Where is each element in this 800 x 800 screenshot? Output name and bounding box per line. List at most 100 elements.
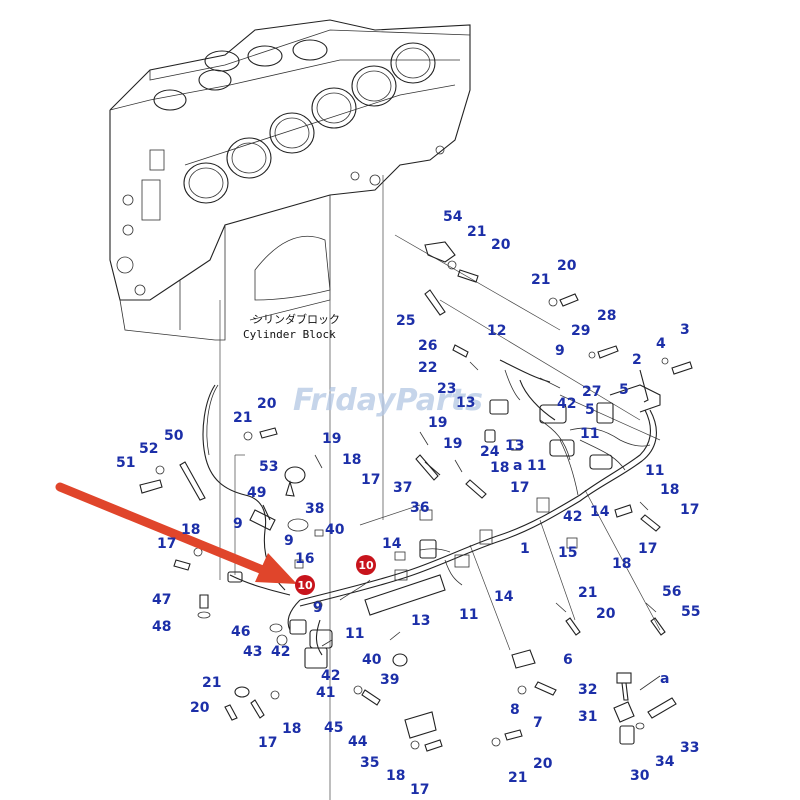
part-callout: 53 [259, 459, 278, 475]
part-callout: 7 [533, 715, 543, 731]
part-callout: 9 [313, 600, 323, 616]
part-callout: 20 [533, 756, 553, 772]
part-callout: 20 [596, 606, 616, 622]
part-callout: 9 [555, 343, 565, 359]
part-callout: 17 [680, 502, 699, 518]
part-callout: 26 [418, 338, 437, 354]
part-callout: 28 [597, 308, 616, 324]
part-callout: 17 [638, 541, 657, 557]
part-callout: 40 [325, 522, 345, 538]
part-callout: 40 [362, 652, 382, 668]
part-callout: 12 [487, 323, 506, 339]
hardware-parts [139, 241, 693, 752]
part-callout: 3 [680, 322, 690, 338]
part-callout: a [513, 458, 522, 474]
part-callout: 4 [656, 336, 666, 352]
part-callout: 43 [243, 644, 262, 660]
part-callout: 51 [116, 455, 135, 471]
part-callout: 13 [456, 395, 475, 411]
cylinder-block: シリンダブロック Cylinder Block [109, 19, 471, 341]
part-callout: 54 [443, 209, 463, 225]
part-callout: 55 [681, 604, 700, 620]
part-callout: 11 [645, 463, 664, 479]
part-callout: 14 [494, 589, 514, 605]
part-callout: a [660, 671, 669, 687]
marker-label: 10 [297, 579, 313, 592]
part-callout: 13 [505, 438, 524, 454]
part-callout: 21 [202, 675, 221, 691]
part-callout: 42 [271, 644, 290, 660]
part-callout: 19 [322, 431, 341, 447]
part-callout: 17 [410, 782, 429, 798]
part-callout: 17 [258, 735, 277, 751]
part-callout: 14 [382, 536, 402, 552]
marker-label: 10 [358, 559, 374, 572]
part-callout: 21 [531, 272, 550, 288]
part-callout: 41 [316, 685, 335, 701]
part-callout: 39 [380, 672, 399, 688]
part-callout: 21 [233, 410, 252, 426]
part-callout: 52 [139, 441, 158, 457]
part-callout: 18 [386, 768, 405, 784]
part-callout: 21 [467, 224, 486, 240]
part-callout: 31 [578, 709, 597, 725]
part-callout: 42 [321, 668, 340, 684]
part-callout: 11 [527, 458, 546, 474]
part-callout: 17 [157, 536, 176, 552]
part-callout: 5 [585, 402, 595, 418]
part-callout: 22 [418, 360, 437, 376]
block-label-jp: シリンダブロック [252, 312, 340, 326]
part-callout: 13 [411, 613, 430, 629]
part-callout: 20 [257, 396, 277, 412]
part-callout: 50 [164, 428, 184, 444]
part-callout: 36 [410, 500, 429, 516]
part-callout: 30 [630, 768, 650, 784]
part-callout: 11 [459, 607, 478, 623]
part-callout: 42 [563, 509, 582, 525]
highlight-marker: 10 [356, 555, 376, 575]
part-callout: 45 [324, 720, 343, 736]
highlight-marker: 10 [295, 575, 315, 595]
reference-lines [219, 175, 661, 800]
part-callout: 42 [557, 396, 576, 412]
part-callout: 5 [619, 382, 629, 398]
watermark: FridayParts [293, 383, 483, 418]
part-callout: 33 [680, 740, 699, 756]
part-callout: 44 [348, 734, 368, 750]
part-callout: 29 [571, 323, 590, 339]
part-callout: 37 [393, 480, 412, 496]
part-callout: 18 [342, 452, 361, 468]
part-callout: 14 [590, 504, 610, 520]
part-callout: 48 [152, 619, 171, 635]
part-callout: 18 [490, 460, 509, 476]
part-callout: 18 [612, 556, 631, 572]
part-callout: 34 [655, 754, 675, 770]
part-callout: 8 [510, 702, 520, 718]
part-callout: 32 [578, 682, 597, 698]
part-callout: 56 [662, 584, 681, 600]
part-callout: 49 [247, 485, 266, 501]
part-callout: 17 [361, 472, 380, 488]
part-callout: 21 [578, 585, 597, 601]
part-callout: 46 [231, 624, 250, 640]
part-callout: 19 [428, 415, 447, 431]
part-callout: 18 [181, 522, 200, 538]
part-callout: 9 [233, 516, 243, 532]
part-callout: 20 [557, 258, 577, 274]
part-callout: 20 [190, 700, 210, 716]
part-callout: 11 [345, 626, 364, 642]
highlight-arrow [55, 482, 297, 584]
part-callout: 17 [510, 480, 529, 496]
part-callout: 9 [284, 533, 294, 549]
sensor-wire-left [202, 384, 291, 596]
part-callout: 20 [491, 237, 511, 253]
part-callout: 38 [305, 501, 324, 517]
part-callout: 15 [558, 545, 577, 561]
part-callout: 2 [632, 352, 642, 368]
part-callout: 35 [360, 755, 379, 771]
part-callout: 6 [563, 652, 573, 668]
part-callout: 19 [443, 436, 462, 452]
part-callout: 24 [480, 444, 500, 460]
